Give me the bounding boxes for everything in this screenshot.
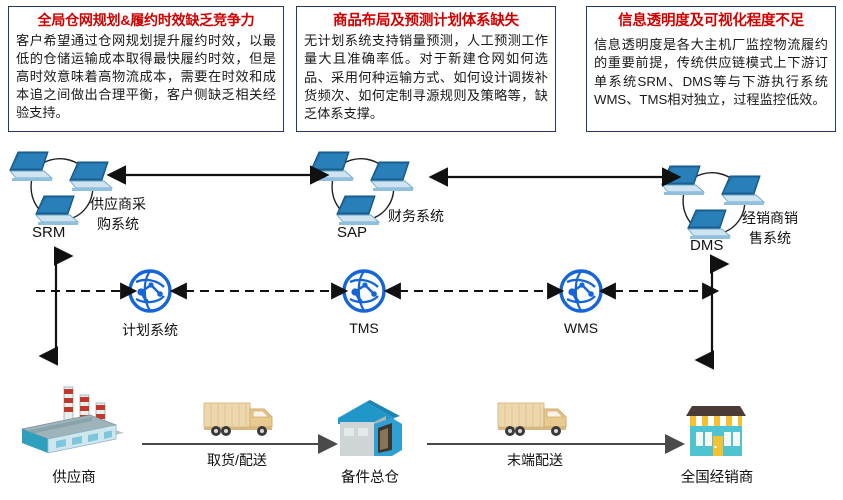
arrow-sap-dms [428,167,682,187]
chain-label-supplier: 供应商 [52,470,96,486]
callout-title: 全局仓网规划&履约时效缺乏竞争力 [37,12,255,28]
system-desc-srm-line2: 购系统 [97,216,139,232]
callout-box-information-transparency: 信息透明度及可视化程度不足 信息透明度是各大主机厂监控物流履约的重要前提，传统供… [586,6,836,132]
dashed-arrow-wms-to-dealer-axis [598,282,720,300]
network-globe-icon-planning-system [127,268,173,314]
arrow-srm-sap [106,165,330,185]
arrow-srm-supplier-vertical [38,246,74,366]
platform-label-wms: WMS [563,320,599,336]
platform-label-tms: TMS [349,320,379,336]
callout-body: 客户希望通过仓网规划提升履约时效，以最低的仓储运输成本取得最快履约时效，但是高时… [16,32,276,121]
system-desc-sap-line1: 财务系统 [388,208,444,224]
callout-body: 信息透明度是各大主机厂监控物流履约的重要前提，传统供应链模式上下游订单系统SRM… [594,37,828,107]
system-desc-srm-line1: 供应商采 [90,196,146,212]
arrow-warehouse-to-dealer [427,434,685,454]
network-globe-icon-wms [558,268,604,314]
warehouse-icon-central [330,398,408,467]
factory-icon-supplier [18,383,130,464]
callout-title: 商品布局及预测计划体系缺失 [333,13,519,29]
callout-box-forecast-planning: 商品布局及预测计划体系缺失 无计划系统支持销量预测，人工预测工作量大且准确率低。… [296,6,556,132]
dashed-arrow-supplier-axis-to-planning [36,282,138,300]
chain-label-pickup-delivery: 取货/配送 [207,452,267,468]
system-desc-dms-line2: 售系统 [749,230,791,246]
system-code-dms: DMS [690,237,724,254]
callout-box-warehouse-planning: 全局仓网规划&履约时效缺乏竞争力 客户希望通过仓网规划提升履约时效，以最低的仓储… [8,6,284,132]
system-desc-dms-line1: 经销商销 [742,210,798,226]
arrow-dms-dealer-vertical [694,254,730,370]
chain-label-central-warehouse: 备件总仓 [341,470,399,486]
callout-body: 无计划系统支持销量预测，人工预测工作量大且准确率低。对于新建仓网如何选品、采用何… [304,33,548,121]
chain-label-dealer: 全国经销商 [680,470,754,486]
network-globe-icon-tms [341,268,387,314]
dashed-arrow-planning-tms [169,282,349,300]
system-code-srm: SRM [32,224,66,241]
truck-icon-last-mile [496,400,574,445]
truck-icon-pickup-delivery [202,400,280,445]
laptop-cluster-icon-srm [6,148,122,234]
system-code-sap: SAP [337,224,368,241]
callout-title: 信息透明度及可视化程度不足 [618,13,804,29]
store-icon-dealer [676,398,756,467]
dashed-arrow-tms-wms [383,282,565,300]
platform-label-planning-system: 计划系统 [122,322,178,338]
arrow-supplier-to-warehouse [142,434,338,454]
chain-label-last-mile: 末端配送 [507,452,563,468]
